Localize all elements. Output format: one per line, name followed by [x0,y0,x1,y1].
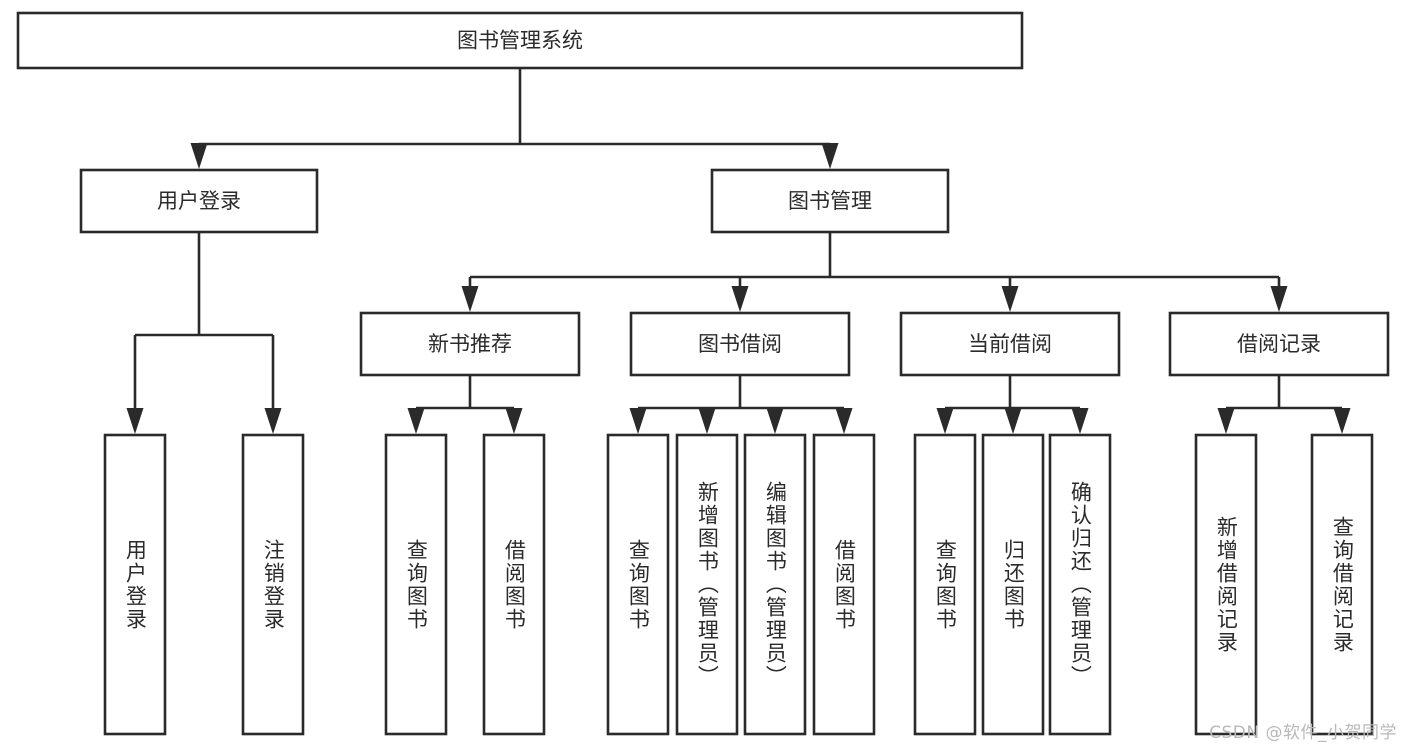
arrow-head-icon [407,408,425,434]
leaf-node-label: 用户登录 [123,538,148,631]
leaf-node-box [981,433,1045,736]
arrow-head-icon [629,408,647,434]
leaf-node-box [384,433,448,736]
arrow-head-icon [731,286,749,312]
level3-node-box [629,311,851,377]
arrow-head-icon [1333,408,1351,434]
level3-node-label: 当前借阅 [968,332,1052,356]
connector-group [461,232,1288,312]
leaf-node-box [103,433,167,736]
level2-node-label: 用户登录 [157,189,241,213]
connector-group [126,232,282,434]
leaf-node-label: 借阅图书 [832,538,857,631]
connectors-layer [126,68,1351,434]
level3-node-label: 图书借阅 [698,332,782,356]
arrow-head-icon [264,408,282,434]
arrow-head-icon [1001,286,1019,312]
leaf-node-label: 编辑图书（管理员） [763,481,788,688]
connector-group [190,68,839,169]
root-node-box [16,11,1024,70]
leaf-node-box [1310,433,1374,736]
level3-node-label: 新书推荐 [428,332,512,356]
boxes-layer [16,11,1390,736]
arrow-head-icon [835,408,853,434]
arrow-head-icon [1004,408,1022,434]
arrow-head-icon [1071,408,1089,434]
leaf-node-box [812,433,876,736]
watermark-text: CSDN @软件_小贺同学 [1209,723,1397,743]
arrow-head-icon [936,408,954,434]
leaf-node-box [606,433,670,736]
leaf-node-box [743,433,807,736]
leaf-node-box [675,433,739,736]
level3-node-box [899,311,1121,377]
arrow-head-icon [821,143,839,169]
leaf-node-box [1048,433,1112,736]
level2-node-label: 图书管理 [788,189,872,213]
leaf-node-box [913,433,977,736]
arrow-head-icon [766,408,784,434]
leaf-node-label: 借阅图书 [502,538,527,631]
level2-node-box [79,168,319,234]
arrow-head-icon [698,408,716,434]
level2-node-box [710,168,950,234]
connector-group [1217,375,1351,434]
leaf-node-label: 注销登录 [261,538,286,631]
connector-group [936,375,1089,434]
leaf-node-label: 查询图书 [626,538,651,631]
arrow-head-icon [505,408,523,434]
leaf-node-label: 归还图书 [1001,538,1026,631]
root-node-label: 图书管理系统 [457,29,583,53]
leaf-node-label: 查询借阅记录 [1330,515,1355,654]
leaf-node-label: 查询图书 [404,538,429,631]
arrow-head-icon [1270,286,1288,312]
connector-group [629,375,853,434]
level3-node-box [359,311,581,377]
leaf-node-label: 确认归还（管理员） [1068,481,1093,688]
connector-group [407,375,523,434]
arrow-head-icon [126,408,144,434]
leaf-node-label: 新增图书（管理员） [695,481,720,688]
arrow-head-icon [461,286,479,312]
leaf-node-label: 查询图书 [933,538,958,631]
arrow-head-icon [190,143,208,169]
leaf-node-box [241,433,305,736]
level3-node-label: 借阅记录 [1237,332,1321,356]
arrow-head-icon [1217,408,1235,434]
leaf-node-box [482,433,546,736]
leaf-node-label: 新增借阅记录 [1214,515,1239,654]
leaf-node-box [1194,433,1258,736]
level3-node-box [1168,311,1390,377]
